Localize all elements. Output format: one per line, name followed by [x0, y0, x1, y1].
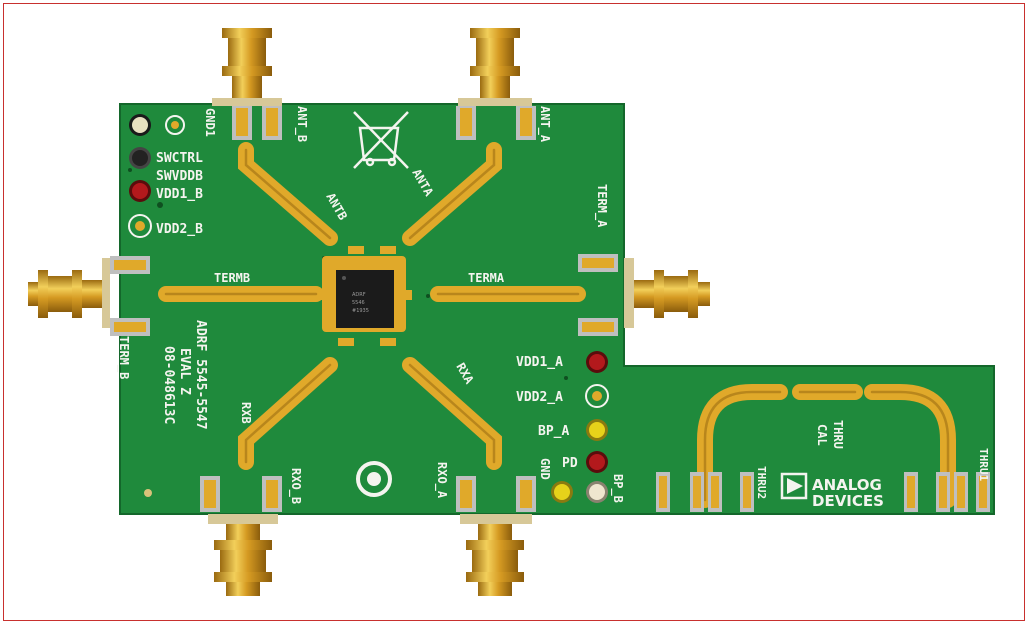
- rf-switch-ic: ADRF 5546 #1935: [322, 256, 406, 332]
- label-cal: CAL: [815, 424, 829, 446]
- test-point-vdd1-b: [129, 180, 151, 202]
- label-rxb: RXB: [239, 402, 253, 424]
- label-swvddb: SWVDDB: [156, 169, 203, 184]
- brand-line1: ANALOG: [812, 476, 882, 494]
- pcb-board: [119, 103, 995, 515]
- test-point-vdd2-a: [585, 384, 609, 408]
- test-point-vdd1-a: [586, 351, 608, 373]
- recycle-logo: [356, 461, 392, 497]
- chip-pads: [320, 246, 412, 346]
- rf-traces: [158, 142, 956, 508]
- label-thru: THRU: [831, 420, 845, 449]
- thru-line-pad-gold: [659, 476, 987, 508]
- sma-connector-rx0-b: [200, 476, 282, 596]
- label-thru1: THRU1: [977, 448, 990, 481]
- label-rx0-a: RXO_A: [434, 462, 449, 499]
- sma-connector-term-a: [578, 254, 710, 336]
- label-rx0-b: RXO_B: [288, 468, 303, 504]
- label-ant-b: ANT_B: [294, 106, 309, 142]
- test-point-bp-a: [586, 419, 608, 441]
- sma-connector-term-b: [28, 256, 150, 336]
- test-point-gnd1: [129, 114, 185, 136]
- label-gnd1: GND1: [203, 108, 217, 137]
- label-ant-a: ANT_A: [537, 106, 552, 143]
- label-bp-b: BP_B: [610, 474, 625, 503]
- sma-connector-ant-b: [212, 28, 282, 140]
- label-pd: PD: [562, 456, 578, 471]
- image-frame: [3, 3, 1025, 621]
- test-point-bp-b: [586, 481, 608, 503]
- label-termb: TERMB: [214, 271, 250, 285]
- label-vdd1-b: VDD1_B: [156, 187, 203, 202]
- label-term-a: TERM_A: [594, 184, 609, 228]
- label-part-line1: ADRF 5545-5547: [193, 320, 208, 430]
- label-thru2: THRU2: [755, 466, 768, 499]
- sma-connector-ant-a: [456, 28, 536, 140]
- svg-text:#1935: #1935: [352, 308, 369, 314]
- svg-text:5546: 5546: [352, 300, 365, 306]
- test-point-swctrl: [129, 147, 151, 169]
- label-term-b: TERM_B: [116, 336, 131, 379]
- test-point-pd: [586, 451, 608, 473]
- weee-bin-symbol: [353, 111, 409, 169]
- label-bp-a: BP_A: [538, 424, 569, 439]
- via-dots: [128, 168, 568, 497]
- label-swctrl: SWCTRL: [156, 151, 203, 166]
- sma-connector-rx0-a: [456, 476, 536, 596]
- test-point-gnd: [551, 481, 573, 503]
- label-gnd: GND: [538, 458, 552, 480]
- label-part-line2: EVAL Z: [177, 348, 192, 395]
- test-point-vdd2-b: [128, 214, 152, 238]
- brand-line2: DEVICES: [812, 492, 884, 510]
- svg-text:ADRF: ADRF: [352, 292, 366, 298]
- label-vdd2-b: VDD2_B: [156, 222, 203, 237]
- label-part-line3: 08-048613C: [161, 346, 176, 424]
- label-vdd1-a: VDD1_A: [516, 355, 563, 370]
- label-terma: TERMA: [468, 271, 505, 285]
- label-vdd2-a: VDD2_A: [516, 390, 563, 405]
- analog-devices-logo: [780, 472, 808, 500]
